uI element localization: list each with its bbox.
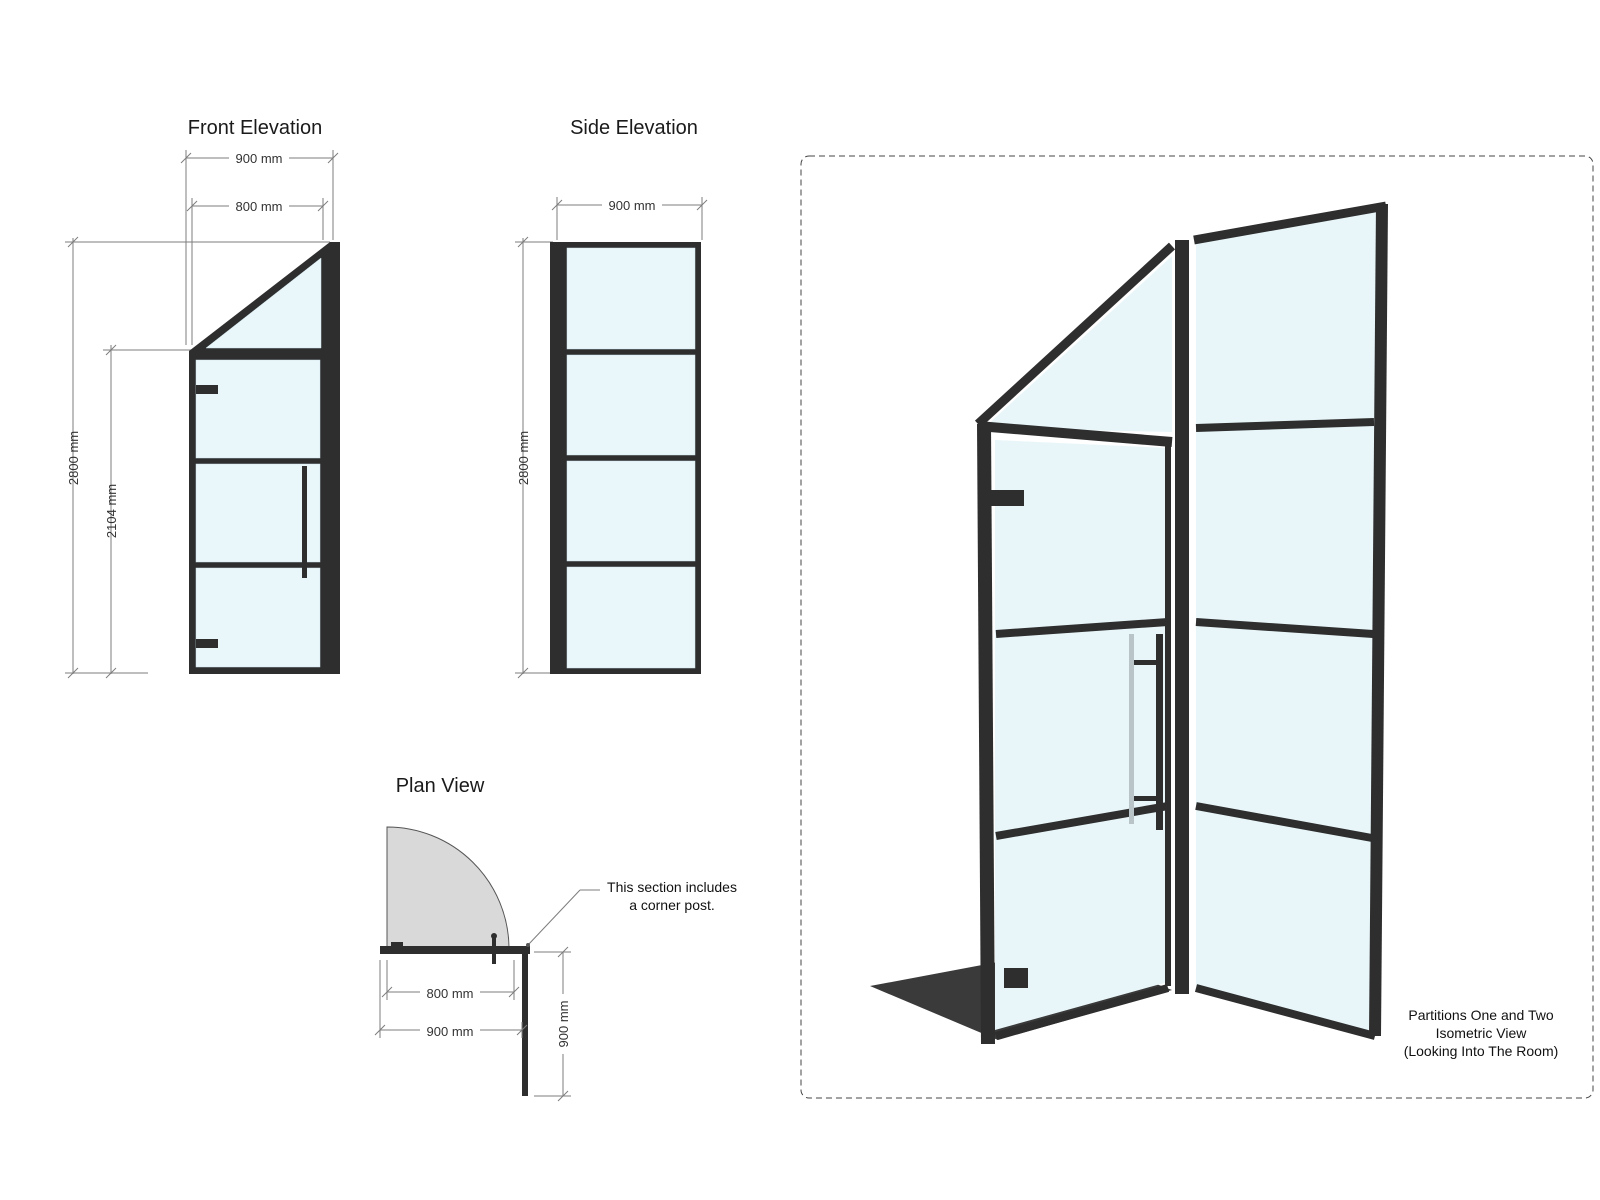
front-door-pane-2 <box>195 463 321 563</box>
isometric-caption-line-1: Partitions One and Two <box>1408 1007 1553 1023</box>
door-bottom-rail <box>994 984 1170 1040</box>
transom-sloped-rail <box>974 242 1176 428</box>
front-door-height-label: 2104 mm <box>104 484 119 538</box>
front-top-hinge <box>196 385 218 394</box>
front-door-height-dimension: 2104 mm <box>103 344 192 679</box>
isometric-caption-line-2: Isometric View <box>1436 1025 1528 1041</box>
door-left-stile <box>977 423 995 1045</box>
front-door-handle <box>302 466 307 578</box>
door-glass-iso <box>995 440 1168 1030</box>
front-transom-glass-iso <box>984 256 1172 432</box>
side-pane-3 <box>566 460 696 562</box>
isometric-view: Partitions One and Two Isometric View (L… <box>800 155 1594 1099</box>
plan-door-width-dimension: 800 mm <box>381 960 520 1001</box>
plan-handle <box>492 936 496 964</box>
front-outer-width-label: 900 mm <box>236 151 283 166</box>
return-partition-glass <box>1196 206 1377 1032</box>
front-total-height-label: 2800 mm <box>66 431 81 485</box>
side-pane-2 <box>566 354 696 456</box>
return-rail-3 <box>1195 802 1373 842</box>
door-swing-arc <box>386 826 510 948</box>
plan-panel-width-label: 900 mm <box>427 1024 474 1039</box>
front-total-height-dimension: 2800 mm <box>65 236 330 679</box>
plan-panel-width-dimension: 900 mm <box>374 960 528 1039</box>
return-rail-2 <box>1195 618 1374 638</box>
side-height-dimension: 2800 mm <box>515 236 553 679</box>
front-door-pane-3 <box>195 567 321 668</box>
return-bottom-rail <box>1194 984 1377 1040</box>
front-side-post <box>322 350 340 674</box>
door-rail-1 <box>995 618 1169 638</box>
isometric-caption-line-3: (Looking Into The Room) <box>1404 1043 1559 1059</box>
plan-door-width-label: 800 mm <box>427 986 474 1001</box>
iso-top-hinge <box>990 490 1024 506</box>
front-bottom-hinge <box>196 639 218 648</box>
front-elevation: Front Elevation 900 mm 800 mm <box>65 117 340 679</box>
front-door-pane-1 <box>195 359 321 459</box>
front-inner-width-label: 800 mm <box>236 199 283 214</box>
plan-note-leader <box>526 889 600 947</box>
plan-view: Plan View This section includes a corner… <box>374 775 737 1102</box>
plan-note-line-1: This section includes <box>607 879 737 895</box>
plan-handle-knob <box>491 933 497 939</box>
iso-handle-lower-standoff <box>1134 796 1158 801</box>
side-elevation-title: Side Elevation <box>570 117 698 139</box>
plan-note-line-2: a corner post. <box>629 897 715 913</box>
side-width-dimension: 900 mm <box>551 197 708 240</box>
side-height-label: 2800 mm <box>516 431 531 485</box>
front-inner-width-dimension: 800 mm <box>186 198 329 345</box>
isometric-border <box>800 155 1594 1099</box>
plan-return-wall <box>522 946 528 1096</box>
door-rail-2 <box>995 802 1169 840</box>
front-elevation-title: Front Elevation <box>188 117 323 139</box>
front-transom-glass <box>205 257 322 349</box>
return-rail-1 <box>1195 418 1375 432</box>
door-head-rail <box>977 421 1173 447</box>
iso-bottom-hinge <box>1004 968 1028 988</box>
side-pane-4 <box>566 566 696 669</box>
return-right-stile <box>1369 203 1388 1037</box>
plan-return-width-dimension: 900 mm <box>534 946 571 1102</box>
plan-partition <box>380 946 530 954</box>
iso-handle-upper-standoff <box>1134 660 1158 665</box>
iso-door-handle-reflection <box>1129 634 1134 824</box>
front-outer-width-dimension: 900 mm <box>180 150 339 345</box>
iso-door-handle <box>1156 634 1163 830</box>
plan-hinge <box>391 942 403 948</box>
side-elevation: Side Elevation 900 mm 2800 mm <box>515 117 708 679</box>
plan-view-title: Plan View <box>396 775 485 797</box>
side-width-label: 900 mm <box>609 198 656 213</box>
return-top-rail <box>1193 201 1387 245</box>
side-pane-1 <box>566 247 696 350</box>
plan-return-width-label: 900 mm <box>556 1001 571 1048</box>
